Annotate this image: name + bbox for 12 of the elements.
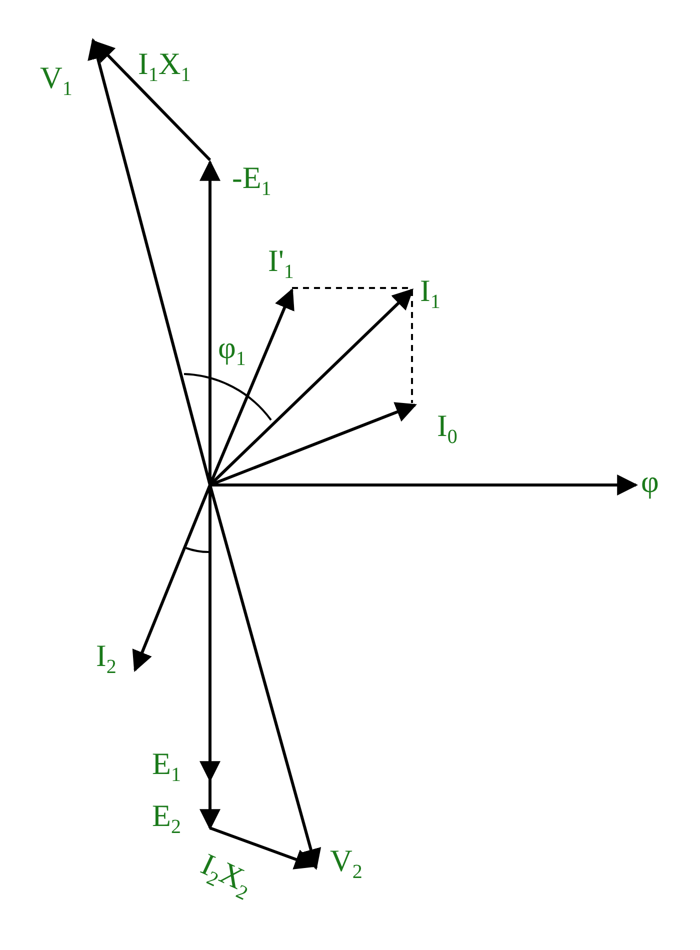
- vector-label: -E$_{1}$: [232, 162, 272, 200]
- vector-label: I'$_{1}$: [268, 245, 294, 282]
- vector-label: V$_{1}$: [40, 62, 72, 100]
- vector-label: I$_{2}$: [96, 640, 116, 678]
- vector-label: φ: [641, 466, 659, 497]
- vector-label: E$_{2}$: [152, 800, 181, 838]
- vector-label: I$_{1}$: [420, 275, 440, 312]
- vector-label: E$_{1}$: [152, 748, 181, 786]
- angle-label: φ$_{1}$: [218, 332, 246, 370]
- vector-label: I$_{1}$X$_{1}$: [138, 48, 191, 86]
- vector-label: V$_{2}$: [330, 845, 362, 882]
- vector-label: I$_{0}$: [437, 410, 458, 448]
